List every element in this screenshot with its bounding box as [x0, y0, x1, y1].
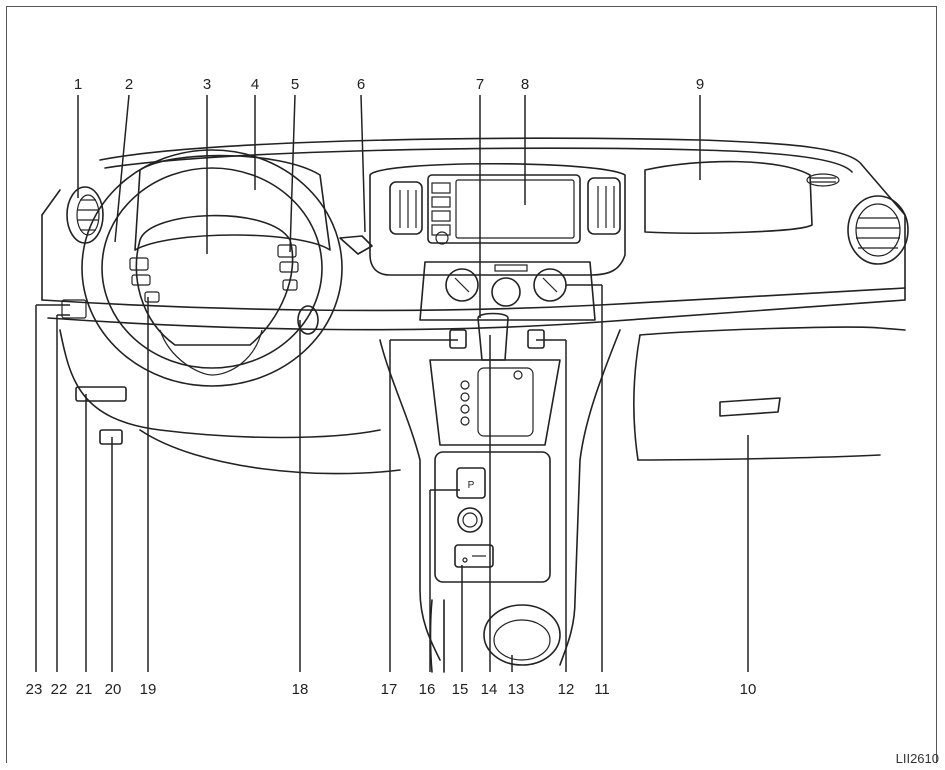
- callout-8: 8: [521, 76, 529, 93]
- callout-23: 23: [26, 681, 43, 698]
- park-button-label: P: [468, 480, 475, 491]
- glove-box: [632, 326, 906, 461]
- callout-16: 16: [419, 681, 436, 698]
- wiper-stalk: [339, 235, 373, 255]
- callout-3: 3: [203, 76, 211, 93]
- callout-21: 21: [76, 681, 93, 698]
- callout-13: 13: [508, 681, 525, 698]
- callout-18: 18: [292, 681, 309, 698]
- callout-5: 5: [291, 76, 299, 93]
- callout-22: 22: [51, 681, 68, 698]
- callout-4: 4: [251, 76, 259, 93]
- callout-12: 12: [558, 681, 575, 698]
- callout-2: 2: [125, 76, 133, 93]
- dashboard-outline: [41, 137, 906, 475]
- callout-10: 10: [740, 681, 757, 698]
- callout-15: 15: [452, 681, 469, 698]
- figure-frame: [6, 6, 937, 763]
- center-stack: [369, 162, 626, 321]
- center-console: [379, 312, 621, 673]
- figure-code: LII2610: [895, 751, 939, 766]
- defroster-grille: [806, 173, 840, 187]
- callout-14: 14: [481, 681, 498, 698]
- steering-wheel: [81, 149, 343, 387]
- callout-20: 20: [105, 681, 122, 698]
- leader-lines: [35, 94, 749, 672]
- ignition-switch: [297, 305, 319, 335]
- callout-1: 1: [74, 76, 82, 93]
- right-vent: [847, 195, 909, 265]
- callout-7: 7: [476, 76, 484, 93]
- left-vent: [66, 186, 104, 244]
- callout-19: 19: [140, 681, 157, 698]
- callout-17: 17: [381, 681, 398, 698]
- meter-hood: [134, 154, 331, 251]
- callout-9: 9: [696, 76, 704, 93]
- callout-numbers: 1 2 3 4 5 6 7 8 9 10 11 12 13 14 15 16 1…: [26, 76, 757, 698]
- callout-6: 6: [357, 76, 365, 93]
- callout-11: 11: [594, 681, 610, 698]
- passenger-airbag-panel: [644, 160, 813, 234]
- left-lower-switches: [61, 299, 127, 445]
